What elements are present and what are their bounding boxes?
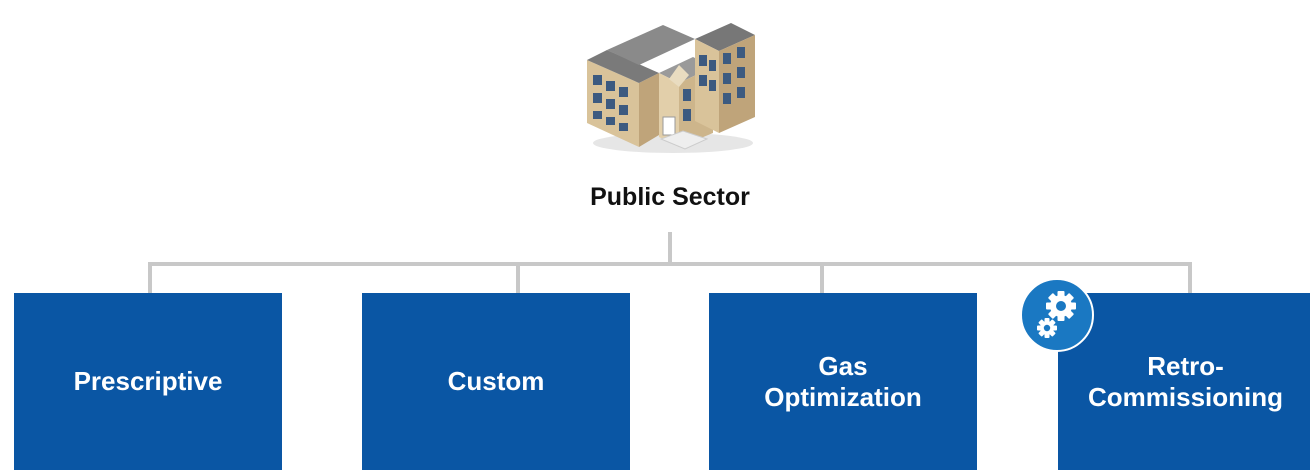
node-label-line: Custom — [447, 366, 545, 396]
node-label-line: Commissioning — [1088, 381, 1284, 412]
node-custom: Custom — [362, 293, 630, 470]
node-prescriptive: Prescriptive — [14, 293, 282, 470]
node-label-line: Gas — [818, 350, 868, 381]
building-icon — [587, 23, 755, 153]
root-node-label: Public Sector — [590, 183, 750, 211]
node-label-line: Prescriptive — [73, 366, 223, 396]
node-retro-commissioning: Retro- Commissioning — [1058, 293, 1310, 470]
node-label-line: Optimization — [764, 381, 922, 412]
node-gas-optimization: Gas Optimization — [709, 293, 977, 470]
gears-icon — [1020, 278, 1094, 352]
node-label-line: Retro- — [1147, 350, 1224, 381]
